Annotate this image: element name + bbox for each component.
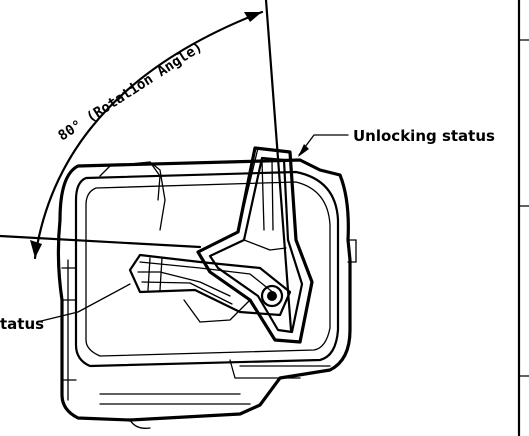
lever-locked <box>128 253 292 317</box>
rotation-arc <box>30 10 264 260</box>
sheet-frame <box>517 0 529 436</box>
lever-unlocked <box>183 146 314 344</box>
rotation-angle-label: 80° (Rotation Angle) <box>55 39 205 144</box>
housing-body <box>56 158 357 429</box>
unlocking-status-label: Unlocking status <box>353 127 495 145</box>
leader-lines <box>0 0 349 332</box>
locking-status-label: tatus <box>0 315 44 333</box>
